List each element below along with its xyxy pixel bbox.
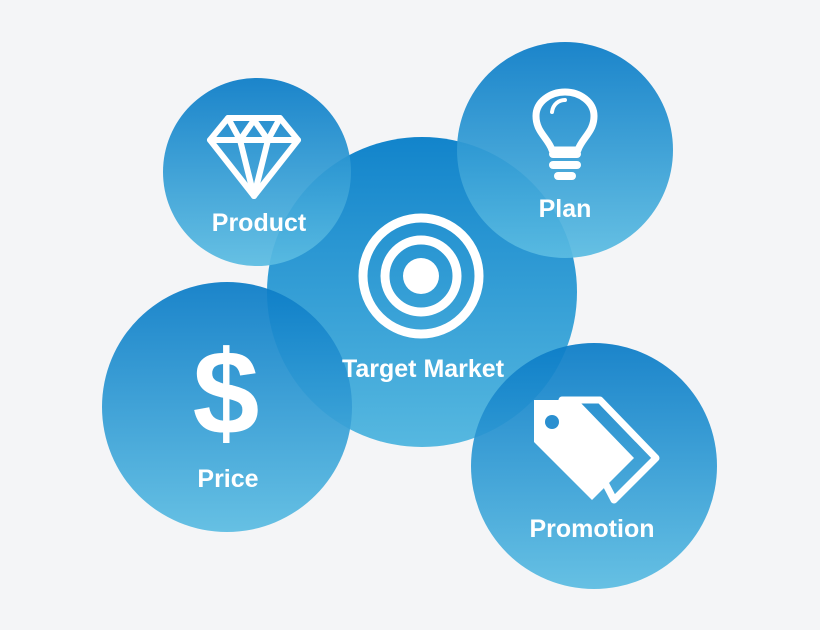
- diamond-icon: [207, 115, 301, 199]
- svg-text:$: $: [193, 326, 260, 460]
- price-label: Price: [197, 465, 258, 493]
- price-circle: [102, 282, 352, 532]
- target-icon: [358, 213, 484, 339]
- promotion-label: Promotion: [530, 515, 655, 543]
- price-node: [102, 282, 352, 532]
- plan-label: Plan: [539, 195, 592, 223]
- price-tag-icon: [534, 396, 660, 504]
- target-market-label: Target Market: [342, 355, 505, 383]
- lightbulb-icon: [532, 88, 598, 180]
- product-label: Product: [212, 209, 307, 237]
- dollar-sign-icon: $: [193, 326, 260, 460]
